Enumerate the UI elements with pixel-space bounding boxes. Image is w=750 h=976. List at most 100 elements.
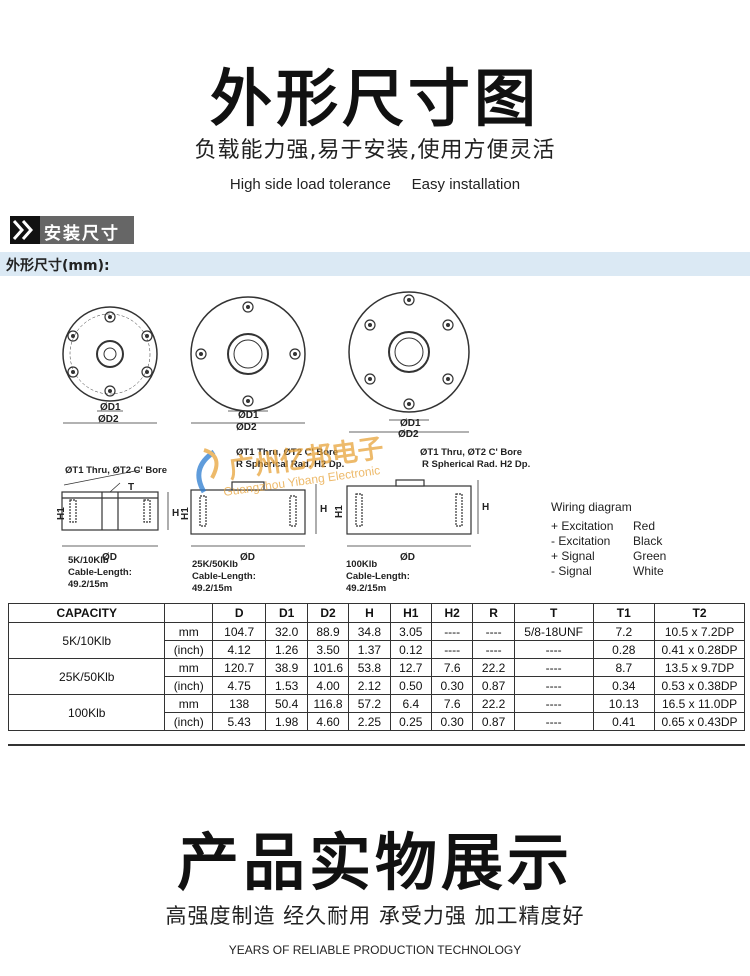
cable-length: 49.2/15m: [346, 583, 386, 594]
col-capacity: CAPACITY: [7, 603, 166, 623]
cable-label: Cable-Length:: [346, 571, 410, 582]
dim-d2-label: ØD2: [236, 422, 257, 433]
product-title: 产品实物展示: [176, 826, 573, 899]
table-cell: (inch): [164, 676, 213, 695]
cable-length: 49.2/15m: [192, 583, 232, 594]
callout-r: R Spherical Rad. H2 Dp.: [422, 459, 530, 470]
table-cell: ----: [513, 658, 594, 677]
dim-t-label: T: [128, 482, 134, 493]
model-name: 25K/50Klb: [192, 559, 238, 570]
table-cell: 10.5 x 7.2DP: [654, 622, 745, 641]
table-cell: ----: [513, 694, 594, 713]
dim-d1-label: ØD1: [400, 418, 421, 429]
dim-d-label: ØD: [400, 552, 415, 563]
table-cell: 138: [211, 694, 267, 713]
table-cell: mm: [164, 658, 213, 677]
table-divider: [8, 744, 745, 746]
table-cell: 7.6: [430, 658, 474, 677]
table-cell: 12.7: [389, 658, 432, 677]
dim-d-label: ØD: [102, 552, 117, 563]
table-cell: 101.6: [306, 658, 350, 677]
table-cell: 0.53 x 0.38DP: [654, 676, 745, 695]
table-cell: ----: [472, 640, 515, 659]
table-cell: 32.0: [265, 622, 308, 641]
table-cell: 34.8: [348, 622, 391, 641]
side-view-5k: [61, 491, 159, 531]
product-subtitle-cn: 高强度制造 经久耐用 承受力强 加工精度好: [165, 904, 585, 928]
table-cell: 120.7: [211, 658, 267, 677]
table-cell: 0.87: [472, 712, 515, 731]
wiring-title: Wiring diagram: [551, 500, 632, 514]
product-subtitle-en: YEARS OF RELIABLE PRODUCTION TECHNOLOGY: [228, 943, 522, 957]
table-cell: 116.8: [306, 694, 350, 713]
table-cell: 8.7: [592, 658, 656, 677]
table-cell: 0.30: [430, 676, 474, 695]
table-cell: 3.50: [306, 640, 350, 659]
table-cell: 104.7: [211, 622, 267, 641]
table-cell: 0.41 x 0.28DP: [654, 640, 745, 659]
table-cell: 0.34: [592, 676, 656, 695]
table-cell: 7.6: [430, 694, 474, 713]
table-cell: 53.8: [348, 658, 391, 677]
table-cell: 0.25: [389, 712, 432, 731]
dim-h-label: H: [320, 504, 327, 515]
cable-label: Cable-Length:: [192, 571, 256, 582]
dimension-bar: [0, 252, 750, 276]
capacity-cell: 100Klb: [7, 694, 166, 731]
table-cell: 6.4: [389, 694, 432, 713]
table-cell: mm: [164, 622, 213, 641]
dim-d2-label: ØD2: [98, 414, 119, 425]
capacity-cell: 25K/50Klb: [7, 658, 166, 695]
table-cell: ----: [513, 640, 594, 659]
table-cell: 13.5 x 9.7DP: [654, 658, 745, 677]
table-cell: 5.43: [211, 712, 267, 731]
dim-d2-label: ØD2: [398, 429, 419, 440]
dim-h1-label: H1: [56, 507, 67, 520]
dim-h1-label: H1: [180, 507, 191, 520]
table-cell: 0.50: [389, 676, 432, 695]
side-view-25k: [190, 481, 306, 535]
table-cell: 1.37: [348, 640, 391, 659]
chevron-right-icon: [10, 216, 40, 244]
table-cell: 1.53: [265, 676, 308, 695]
table-cell: 10.13: [592, 694, 656, 713]
callout-r: R Spherical Rad. H2 Dp.: [236, 459, 344, 470]
dim-d1-label: ØD1: [100, 402, 121, 413]
table-cell: 0.87: [472, 676, 515, 695]
table-cell: (inch): [164, 712, 213, 731]
cable-label: Cable-Length:: [68, 567, 132, 578]
table-cell: 57.2: [348, 694, 391, 713]
table-cell: 88.9: [306, 622, 350, 641]
table-cell: 7.2: [592, 622, 656, 641]
table-cell: 0.41: [592, 712, 656, 731]
callout-thru: ØT1 Thru, ØT2 C' Bore: [236, 447, 338, 458]
capacity-cell: 5K/10Klb: [7, 622, 166, 659]
dim-d1-label: ØD1: [238, 410, 259, 421]
callout-thru: ØT1 Thru, ØT2 C' Bore: [420, 447, 522, 458]
dimension-bar-label: 外形尺寸(mm):: [6, 258, 110, 274]
table-cell: ----: [430, 622, 474, 641]
table-header-row: CAPACITY D D1 D2 H H1 H2 R T T1 T2: [7, 603, 745, 623]
table-cell: 4.12: [211, 640, 267, 659]
dimension-drawing: ØD1 ØD2 ØD1 ØD2 ØD1 ØD2 ØD ØD: [56, 291, 530, 594]
table-cell: 16.5 x 11.0DP: [654, 694, 745, 713]
model-name: 100Klb: [346, 559, 377, 570]
table-cell: 4.00: [306, 676, 350, 695]
table-cell: (inch): [164, 640, 213, 659]
dim-h-label: H: [172, 508, 179, 519]
table-cell: 2.25: [348, 712, 391, 731]
table-cell: ----: [513, 676, 594, 695]
cable-length: 49.2/15m: [68, 579, 108, 590]
side-view-100k: [346, 479, 472, 535]
table-cell: 22.2: [472, 694, 515, 713]
table-cell: 0.28: [592, 640, 656, 659]
